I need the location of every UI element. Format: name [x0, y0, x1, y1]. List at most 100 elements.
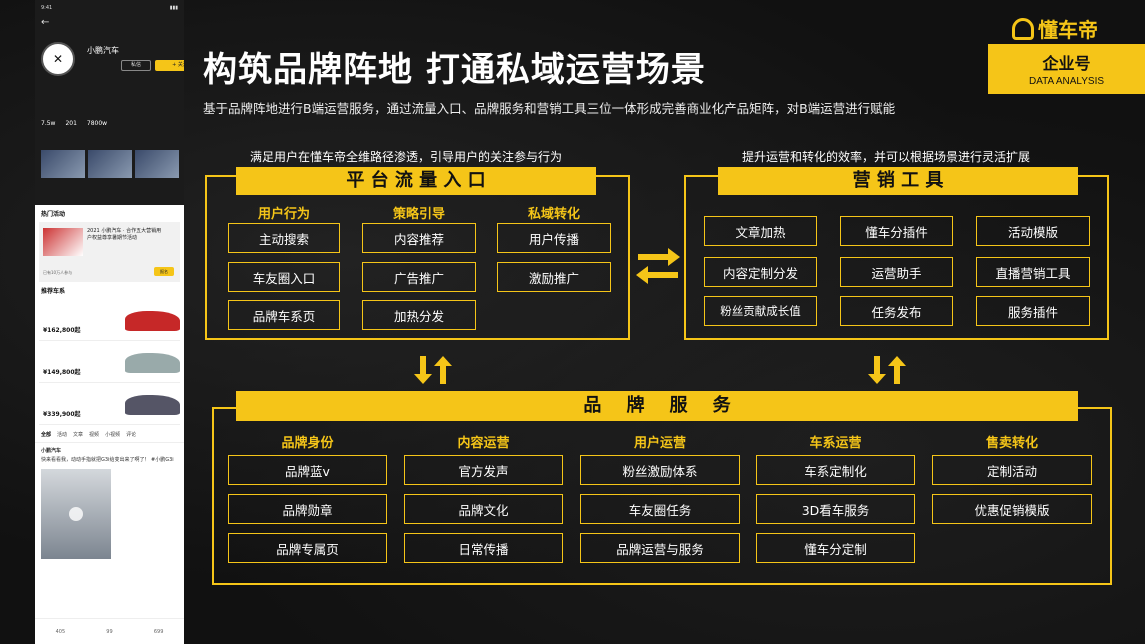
news-card[interactable]: 2021 小鹏汽车 · 合作五大营销用户权益尊享暑期节活动 已有10万人参与 报…	[39, 222, 180, 282]
box-fan-incentive: 粉丝激励体系	[580, 455, 740, 485]
box-task-publish: 任务发布	[840, 296, 953, 326]
status-time: 9:41	[41, 5, 53, 11]
post-footer: 405 99 699	[35, 618, 184, 644]
chat-button[interactable]: 私信	[121, 60, 151, 71]
box-series-custom: 车系定制化	[756, 455, 915, 485]
section-badge: 企业号 DATA ANALYSIS	[988, 44, 1145, 94]
box-circle-task: 车友圈任务	[580, 494, 740, 524]
news-text: 2021 小鹏汽车 · 合作五大营销用户权益尊享暑期节活动	[87, 228, 162, 241]
post-video[interactable]	[41, 469, 111, 559]
box-official-voice: 官方发声	[404, 455, 563, 485]
thumb-activity[interactable]	[88, 150, 132, 178]
brand-name: 懂车帝	[1038, 18, 1098, 42]
stat-value: 7800w	[86, 120, 108, 127]
col-head-sales-conversion: 售卖转化	[985, 436, 1038, 451]
car-item[interactable]: ¥339,900起	[39, 385, 180, 425]
col-head-private-conversion: 私域转化	[527, 207, 580, 222]
brand-logo: 懂车帝	[1012, 14, 1098, 43]
tab-video[interactable]: 视频	[89, 432, 100, 438]
comment-count[interactable]: 99	[106, 628, 113, 635]
box-promo-template: 优惠促销模版	[932, 494, 1092, 524]
col-head-user-ops: 用户运营	[633, 436, 686, 451]
thumb-car-model[interactable]	[41, 150, 85, 178]
box-content-recommend: 内容推荐	[362, 223, 476, 253]
thumb-consultant[interactable]	[135, 150, 179, 178]
box-boost-distribution: 加热分发	[362, 300, 476, 330]
share-count[interactable]: 405	[55, 628, 66, 635]
car-price: ¥339,900起	[43, 411, 81, 418]
hot-activity-label: 热门活动	[41, 211, 66, 218]
signup-button[interactable]: 报名	[154, 267, 174, 276]
account-name: 小鹏汽车	[87, 46, 119, 55]
tab-activity[interactable]: 活动	[57, 432, 68, 438]
box-daily-spread: 日常传播	[404, 533, 563, 563]
car-price: ¥149,800起	[43, 369, 81, 376]
page-title: 构筑品牌阵地 打通私域运营场景	[203, 50, 706, 90]
badge-subtitle: DATA ANALYSIS	[1028, 76, 1105, 87]
news-image	[43, 228, 83, 256]
post: 小鹏汽车 快来看看我，动动手指就把G3i给变出来了啊了！ #小鹏G3i	[35, 443, 184, 467]
tab-short-video[interactable]: 小视频	[105, 432, 121, 438]
box-article-boost: 文章加热	[704, 216, 817, 246]
col-head-brand-identity: 品牌身份	[281, 436, 334, 451]
back-arrow-icon[interactable]: ←	[41, 17, 50, 28]
col-head-content-ops: 内容运营	[457, 436, 510, 451]
box-fan-growth: 粉丝贡献成长值	[704, 296, 817, 326]
car-price: ¥162,800起	[43, 327, 81, 334]
box-brand-medal: 品牌勋章	[228, 494, 387, 524]
box-ops-assistant: 运营助手	[840, 257, 953, 287]
box-car-circle: 车友圈入口	[228, 262, 340, 292]
marketing-caption: 提升运营和转化的效率，并可以根据场景进行灵活扩展	[742, 150, 1031, 164]
car-image	[125, 311, 180, 331]
tab-all[interactable]: 全部	[41, 432, 52, 438]
traffic-caption: 满足用户在懂车帝全维路径渗透，引导用户的关注参与行为	[250, 150, 563, 164]
box-ad-promotion: 广告推广	[362, 262, 476, 292]
box-brand-series-page: 品牌车系页	[228, 300, 340, 330]
tab-comment[interactable]: 评论	[126, 432, 137, 438]
box-custom-activity: 定制活动	[932, 455, 1092, 485]
marketing-title: 营 销 工 具	[718, 167, 1078, 195]
news-note: 已有10万人参与	[43, 270, 73, 275]
box-3d-view: 3D看车服务	[756, 494, 915, 524]
phone-header: 9:41 ▮▮▮ ← ✕ 小鹏汽车 私信 + 关注 7.5w 201 7800w	[35, 0, 184, 205]
brand-avatar: ✕	[41, 42, 75, 76]
traffic-title: 平 台 流 量 入 口	[236, 167, 596, 195]
box-service-plugin: 服务插件	[976, 296, 1090, 326]
box-live-marketing-tool: 直播营销工具	[976, 257, 1090, 287]
account-stats: 7.5w 201 7800w	[41, 120, 107, 127]
car-image	[125, 353, 180, 373]
post-text: 快来看看我，动动手指就把G3i给变出来了啊了！ #小鹏G3i	[41, 457, 174, 463]
stat-value: 201	[65, 120, 77, 127]
box-activity-template: 活动模版	[976, 216, 1090, 246]
col-head-user-behavior: 用户行为	[257, 207, 310, 222]
box-brand-culture: 品牌文化	[404, 494, 563, 524]
stat-value: 7.5w	[41, 120, 56, 127]
box-brand-blue-v: 品牌蓝v	[228, 455, 387, 485]
col-head-strategy: 策略引导	[392, 207, 445, 222]
follow-button[interactable]: + 关注	[155, 60, 184, 71]
car-item[interactable]: ¥162,800起	[39, 301, 180, 341]
col-head-series-ops: 车系运营	[809, 436, 862, 451]
box-active-search: 主动搜索	[228, 223, 340, 253]
box-dcd-plugin: 懂车分插件	[840, 216, 953, 246]
recommend-label: 推荐车系	[41, 288, 66, 295]
box-incentive-promotion: 激励推广	[497, 262, 611, 292]
page-subtitle: 基于品牌阵地进行B端运营服务，通过流量入口、品牌服务和营销工具三位一体形成完善商…	[203, 101, 896, 116]
phone-mockup: 9:41 ▮▮▮ ← ✕ 小鹏汽车 私信 + 关注 7.5w 201 7800w…	[35, 0, 184, 644]
play-icon[interactable]	[69, 507, 83, 521]
feature-thumbs	[41, 150, 179, 178]
car-item[interactable]: ¥149,800起	[39, 343, 180, 383]
box-user-spread: 用户传播	[497, 223, 611, 253]
content-tabs: 全部 活动 文章 视频 小视频 评论	[35, 427, 184, 443]
signal-icon: ▮▮▮	[169, 5, 178, 11]
vertical-arrows-right-icon	[868, 356, 906, 384]
box-content-custom-distribution: 内容定制分发	[704, 257, 817, 287]
bidirectional-arrow-icon	[636, 248, 680, 284]
vertical-arrows-left-icon	[414, 356, 452, 384]
brand-logo-icon	[1012, 17, 1034, 40]
like-count[interactable]: 699	[153, 628, 164, 635]
post-author: 小鹏汽车	[41, 448, 62, 454]
badge-title: 企业号	[1042, 54, 1091, 73]
tab-article[interactable]: 文章	[73, 432, 84, 438]
